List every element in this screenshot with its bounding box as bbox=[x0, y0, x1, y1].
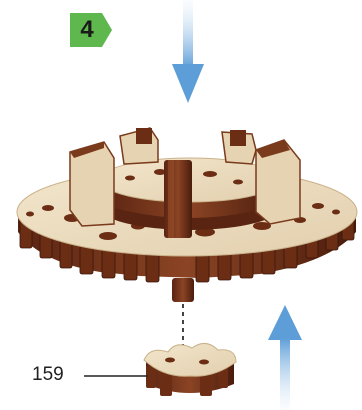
part-number-label: 159 bbox=[32, 364, 64, 386]
arrow-up-icon bbox=[268, 305, 302, 410]
step-badge: 4 bbox=[66, 9, 114, 51]
axle-stub bbox=[172, 278, 194, 302]
step-number: 4 bbox=[66, 9, 108, 51]
part-159 bbox=[144, 343, 236, 396]
arrow-down-icon bbox=[172, 0, 204, 103]
gear-assembly bbox=[17, 128, 357, 302]
